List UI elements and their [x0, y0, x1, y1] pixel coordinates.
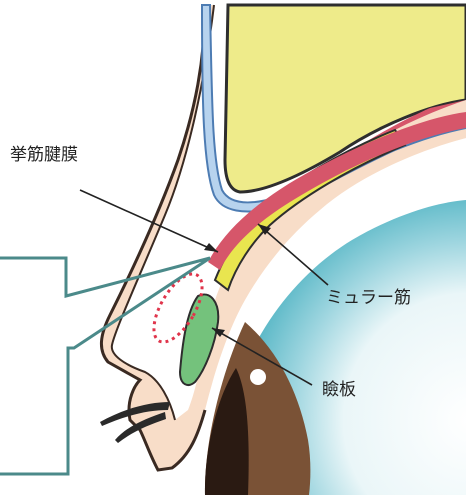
- iris-highlight: [250, 369, 266, 385]
- label-levator-aponeurosis: 挙筋腱膜: [10, 145, 78, 165]
- levator-aponeurosis-arrowhead: [204, 243, 218, 252]
- label-muller-muscle: ミュラー筋: [326, 288, 411, 308]
- label-tarsal-plate: 瞼板: [322, 379, 356, 400]
